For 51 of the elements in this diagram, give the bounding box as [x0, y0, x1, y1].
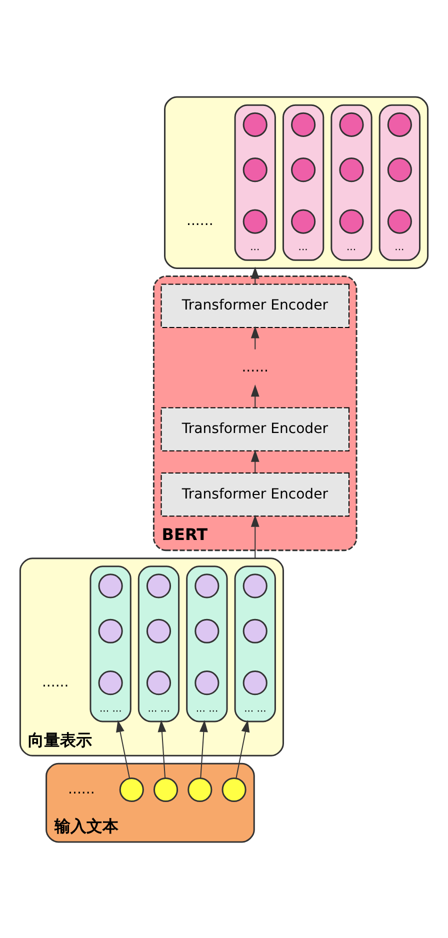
node-circle: [146, 618, 172, 643]
node-circle: [188, 776, 212, 802]
node-circle: [339, 208, 364, 234]
arrow: [158, 719, 166, 778]
cluster: ···: [378, 104, 421, 260]
arrow: [236, 720, 250, 778]
node-circle: [339, 157, 364, 182]
label: ......: [186, 212, 214, 229]
node-circle: [242, 618, 268, 643]
cluster: ···: [282, 104, 324, 260]
node-circle: [291, 112, 316, 136]
node-circle: [119, 776, 144, 802]
node-circle: [242, 670, 268, 695]
node-box: Transformer Encoder: [160, 472, 350, 516]
node-circle: [387, 208, 412, 234]
node-circle: [194, 618, 220, 643]
cluster: ··· ···: [138, 565, 180, 722]
node-box: Transformer Encoder: [160, 406, 350, 451]
node-circle: [242, 112, 268, 136]
arrow: [250, 326, 260, 349]
node-circle: [242, 157, 268, 182]
cluster: ···: [330, 104, 372, 260]
arrow: [250, 449, 260, 472]
cluster: ··· ···: [186, 565, 228, 722]
node-text: ......: [242, 358, 269, 375]
node-circle: [98, 618, 123, 643]
arrow: [200, 719, 208, 778]
node-circle: [146, 573, 172, 598]
cluster: ··· ···: [234, 565, 276, 722]
node-circle: [153, 776, 178, 802]
node-circle: [339, 112, 364, 136]
label: ......: [68, 780, 95, 797]
node-circle: [194, 670, 220, 695]
node-circle: [222, 776, 246, 802]
node-circle: [98, 670, 123, 695]
arrow: [250, 514, 260, 558]
cluster: ···: [234, 104, 276, 260]
node-circle: [242, 573, 268, 598]
node-circle: [242, 208, 268, 234]
cluster: ··· ···: [90, 565, 132, 722]
node-box: Transformer Encoder: [160, 283, 350, 328]
node-circle: [146, 670, 172, 695]
arrow: [250, 384, 260, 407]
label: ......: [42, 674, 69, 690]
node-circle: [98, 573, 123, 598]
node-circle: [387, 157, 412, 182]
node-circle: [291, 208, 316, 234]
node-circle: [291, 157, 316, 182]
node-circle: [194, 573, 220, 598]
cluster: [164, 96, 429, 268]
node-circle: [387, 112, 412, 136]
